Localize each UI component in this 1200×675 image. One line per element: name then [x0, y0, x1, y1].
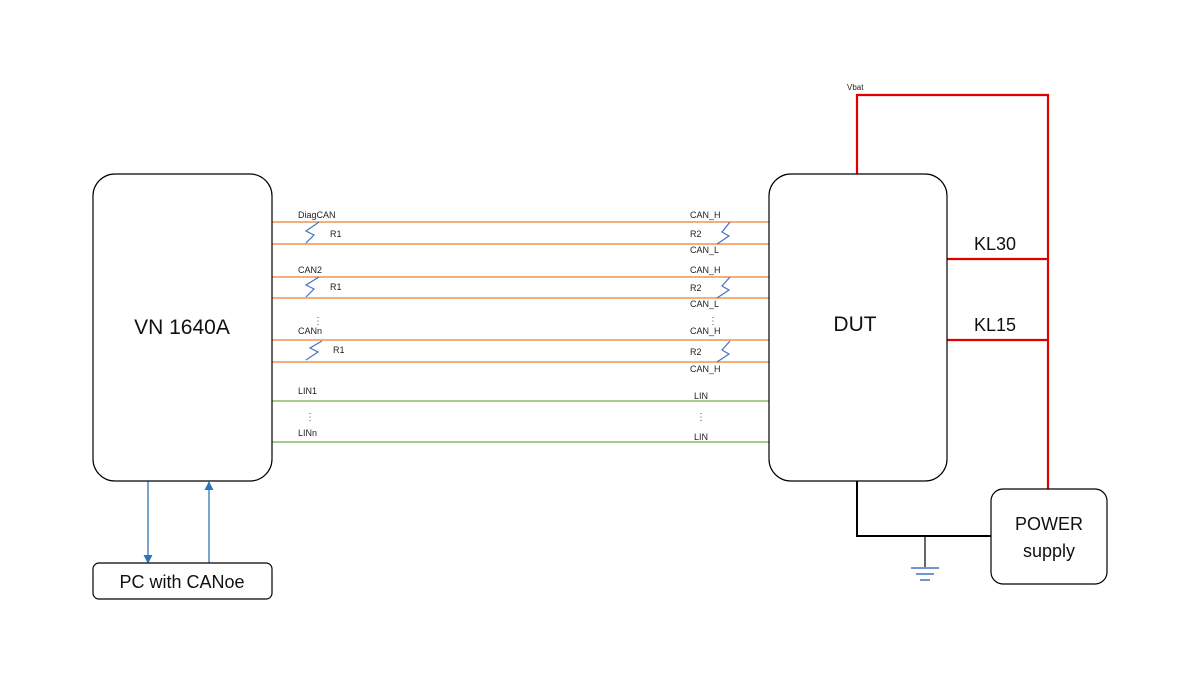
dut-block[interactable]: DUT [768, 173, 948, 482]
vn1640a-block[interactable]: VN 1640A [92, 173, 273, 482]
right-resistor-icon [716, 340, 731, 363]
bottom-right-label: CAN_L [690, 299, 719, 309]
can-bus-can2: CAN2 R1 R2 CAN_H CAN_L [272, 265, 769, 309]
ground-symbol-icon [911, 567, 939, 581]
right-resistor-label: R2 [690, 283, 702, 293]
pc-label: PC with CANoe [119, 572, 244, 592]
ground-wiring [856, 481, 991, 567]
left-resistor-label: R1 [333, 345, 345, 355]
ellipsis-right: ⋮ [696, 412, 706, 423]
lin-bus-lin1: LIN1 LIN [272, 386, 769, 402]
bus-label: LINn [298, 428, 317, 438]
can-ellipsis: ⋮ ⋮ [313, 316, 718, 327]
ellipsis-left: ⋮ [305, 412, 315, 423]
bus-label: CAN2 [298, 265, 322, 275]
vbat-label: Vbat [847, 83, 864, 92]
can-bus-diagcan: DiagCAN R1 R2 CAN_H CAN_L [272, 210, 769, 255]
bus-label: LIN1 [298, 386, 317, 396]
vbat-wire [855, 93, 1050, 489]
kl30-label: KL30 [974, 234, 1016, 254]
bus-label: CANn [298, 326, 322, 336]
power-label-line2: supply [1023, 541, 1075, 561]
ellipsis-left: ⋮ [313, 316, 323, 327]
left-resistor-icon [305, 340, 323, 361]
left-resistor-label: R1 [330, 229, 342, 239]
can-bus-cann: CANn R1 R2 CAN_H CAN_H [272, 326, 769, 374]
power-wiring [855, 93, 1050, 489]
right-resistor-label: R2 [690, 347, 702, 357]
lin-ellipsis: ⋮ ⋮ [305, 412, 706, 423]
right-label: LIN [694, 432, 708, 442]
kl15-label: KL15 [974, 315, 1016, 335]
left-resistor-icon [304, 221, 320, 244]
top-right-label: CAN_H [690, 326, 721, 336]
power-supply-block[interactable]: POWER supply [990, 488, 1108, 585]
left-resistor-label: R1 [330, 282, 342, 292]
right-resistor-icon [716, 221, 731, 245]
right-label: LIN [694, 391, 708, 401]
ellipsis-right: ⋮ [708, 316, 718, 327]
bus-label: DiagCAN [298, 210, 336, 220]
top-right-label: CAN_H [690, 265, 721, 275]
pc-link [143, 481, 214, 564]
pc-block[interactable]: PC with CANoe [92, 562, 273, 600]
dut-label: DUT [833, 313, 876, 336]
right-resistor-icon [716, 276, 731, 299]
left-resistor-icon [304, 276, 320, 298]
right-resistor-label: R2 [690, 229, 702, 239]
bottom-right-label: CAN_L [690, 245, 719, 255]
vn1640a-label: VN 1640A [134, 316, 230, 339]
bottom-right-label: CAN_H [690, 364, 721, 374]
power-label-line1: POWER [1015, 514, 1083, 534]
lin-bus-linn: LINn LIN [272, 428, 769, 443]
top-right-label: CAN_H [690, 210, 721, 220]
